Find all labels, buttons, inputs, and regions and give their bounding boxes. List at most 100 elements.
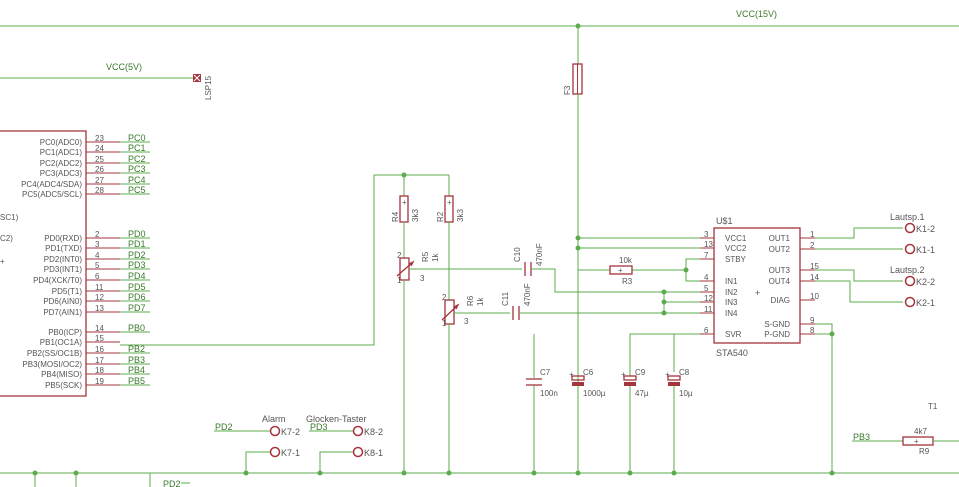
k2-2-label: K2-2 xyxy=(916,277,935,287)
mcu-pin-number: 6 xyxy=(95,272,100,281)
amp-pin-number: 3 xyxy=(704,230,709,239)
mcu-pin-number: 11 xyxy=(95,283,104,292)
amp-pin-label: OUT4 xyxy=(769,277,791,286)
pd3-net-label: PD3 xyxy=(310,422,328,432)
k7-2-label: K7-2 xyxy=(281,427,300,437)
mcu-pin-label: PC1(ADC1) xyxy=(40,148,83,157)
r4-value: 3k3 xyxy=(411,209,420,222)
mcu-net-label: PD3 xyxy=(128,260,146,270)
resistor-r2[interactable]: + R2 3k3 xyxy=(436,175,465,300)
amp-pin-label: IN2 xyxy=(725,288,738,297)
mcu-pin-number: 12 xyxy=(95,293,104,302)
mcu-pin-row: PB1(OC1A)15 xyxy=(40,334,120,347)
resistor-r9[interactable]: PB3 + 4k7 R9 T1 xyxy=(852,402,959,456)
mcu-pin-label: PD1(TXD) xyxy=(45,244,82,253)
potentiometer-r6[interactable]: 2 1 3 R6 1k xyxy=(441,293,510,473)
c9-label: C9 xyxy=(635,368,646,377)
r6-pin3: 3 xyxy=(464,317,469,326)
mcu-pin-row: PD5(T1) 11 PD5 xyxy=(52,282,150,296)
mcu-net-label: PD4 xyxy=(128,271,146,281)
mcu-pin-number: 17 xyxy=(95,356,104,365)
c7-value: 100n xyxy=(540,389,558,398)
mcu-pin-number: 26 xyxy=(95,165,104,174)
mcu-pin-label: PD7(AIN1) xyxy=(43,308,82,317)
glocken-connector[interactable]: Glocken-Taster PD3 K8-2 K8-1 xyxy=(306,414,383,473)
alarm-connector[interactable]: Alarm PD2 K7-2 K7-1 xyxy=(214,414,300,473)
mcu-net-label: PD7 xyxy=(128,303,146,313)
resistor-r3[interactable]: + 10k R3 xyxy=(609,256,633,286)
alarm-label: Alarm xyxy=(262,414,286,424)
mcu-pin-label: PD5(T1) xyxy=(52,287,83,296)
amp-pin-number: 15 xyxy=(810,262,819,271)
r2-value: 3k3 xyxy=(456,209,465,222)
capacitor-c10[interactable]: C10 470nF xyxy=(513,243,700,293)
gnd-net: PD2 xyxy=(0,470,959,487)
mcu-pin-label: PC3(ADC3) xyxy=(40,169,83,178)
amp-left-pin: 7 STBY xyxy=(700,251,747,264)
svg-text:+: + xyxy=(755,288,760,298)
svg-text:+: + xyxy=(618,266,623,275)
resistor-r4[interactable]: + R4 3k3 xyxy=(391,175,420,258)
fuse-f3[interactable]: F3 xyxy=(563,23,583,474)
capacitor-c9[interactable]: + C9 47µ xyxy=(621,333,700,473)
mcu-net-label: PD1 xyxy=(128,239,146,249)
k2-1-label: K2-1 xyxy=(916,298,935,308)
r9-value: 4k7 xyxy=(914,427,927,436)
amp-name: U$1 xyxy=(716,216,733,226)
amp-pin-label: STBY xyxy=(725,255,747,264)
potentiometer-r5[interactable]: 2 1 3 R5 1k xyxy=(396,251,522,473)
capacitor-c8[interactable]: + C8 10µ xyxy=(665,368,693,473)
mcu-net-label: PB3 xyxy=(128,355,145,365)
c10-value: 470nF xyxy=(535,243,544,266)
c8-label: C8 xyxy=(679,368,690,377)
capacitor-c7[interactable]: C7 100n xyxy=(526,334,558,473)
amp-pin-number: 11 xyxy=(704,305,713,314)
svg-text:+: + xyxy=(621,370,626,379)
mcu-pin-number: 2 xyxy=(95,230,100,239)
speaker-connector-2[interactable]: Lautsp.2 K2-2 K2-1 xyxy=(890,265,935,308)
speaker-connector-1[interactable]: Lautsp.1 K1-2 K1-1 xyxy=(890,212,935,255)
amp-pin-number: 7 xyxy=(704,251,709,260)
r4-label: R4 xyxy=(391,211,400,222)
vcc5-net: VCC(5V) LSP15 xyxy=(0,62,213,100)
mcu-pin-label: PB2(SS/OC1B) xyxy=(27,349,82,358)
r6-label: R6 xyxy=(466,295,475,306)
amp-pin-label: IN1 xyxy=(725,277,738,286)
mcu-pin-label: PD2(INT0) xyxy=(44,255,83,264)
amp-pin-label: VCC2 xyxy=(725,244,747,253)
capacitor-c6[interactable]: + C6 1000µ xyxy=(569,368,606,398)
mcu-net-label: PC0 xyxy=(128,133,146,143)
pd2-net-label: PD2 xyxy=(215,422,233,432)
pb3-net-label: PB3 xyxy=(853,432,870,442)
r2-label: R2 xyxy=(436,211,445,222)
mcu-pin-number: 4 xyxy=(95,251,100,260)
mcu-net-label: PD5 xyxy=(128,282,146,292)
mcu-net-label: PD0 xyxy=(128,229,146,239)
mcu-pin-label: PD3(INT1) xyxy=(44,265,83,274)
mcu-pin-label: PC4(ADC4/SDA) xyxy=(21,180,82,189)
mcu-net-label: PB0 xyxy=(128,323,145,333)
amp-right-wiring xyxy=(815,227,903,473)
amp-pin-label: OUT3 xyxy=(769,266,791,275)
r6-pin2: 2 xyxy=(442,293,447,302)
vcc15-net: VCC(15V) xyxy=(0,9,959,27)
amp-pin-number: 2 xyxy=(810,241,815,250)
lsp15-pad[interactable] xyxy=(193,74,201,82)
glocken-label: Glocken-Taster xyxy=(306,414,367,424)
mcu-pin-label: PC0(ADC0) xyxy=(40,138,83,147)
c8-value: 10µ xyxy=(679,389,693,398)
